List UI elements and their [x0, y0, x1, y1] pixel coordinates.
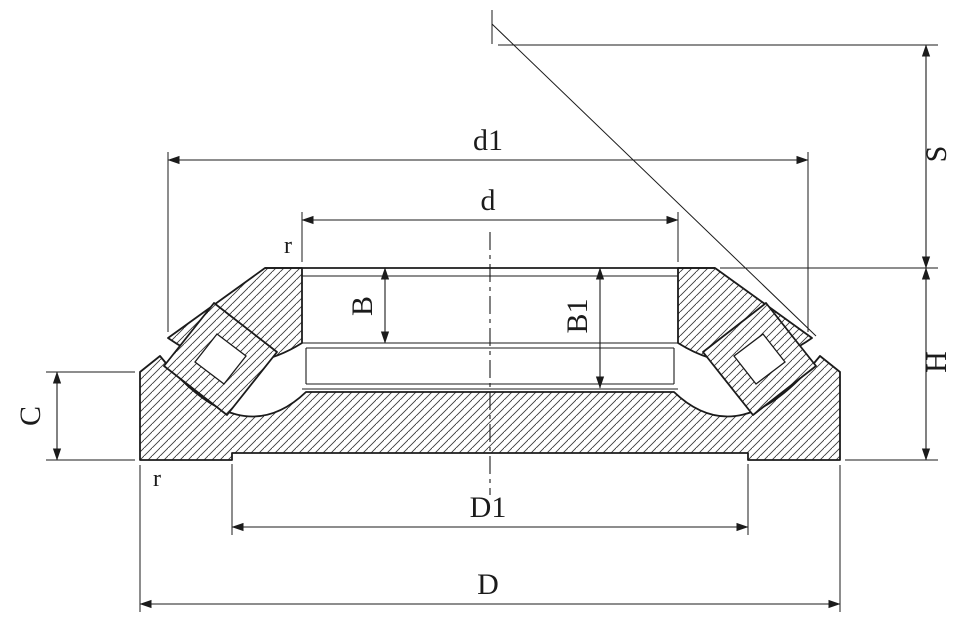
dim-label-b: B [346, 296, 379, 316]
dim-label-d-outer: D [477, 568, 499, 601]
dim-label-c: C [14, 406, 47, 426]
dim-label-d1: d1 [473, 124, 503, 157]
right-roller-cage-pocket [733, 333, 786, 385]
dim-label-d: d [481, 184, 496, 217]
sphere-radius-line [491, 23, 817, 337]
dim-label-r-bottom: r [153, 466, 161, 492]
dim-label-b1: B1 [561, 298, 594, 333]
dim-label-d1-lower: D1 [470, 491, 507, 524]
left-roller-cage-pocket [194, 333, 247, 385]
dim-label-r-top: r [284, 233, 292, 259]
dim-label-h: H [920, 351, 953, 373]
right-roller [702, 302, 817, 416]
left-roller [163, 302, 278, 416]
dim-label-s: S [920, 146, 953, 163]
